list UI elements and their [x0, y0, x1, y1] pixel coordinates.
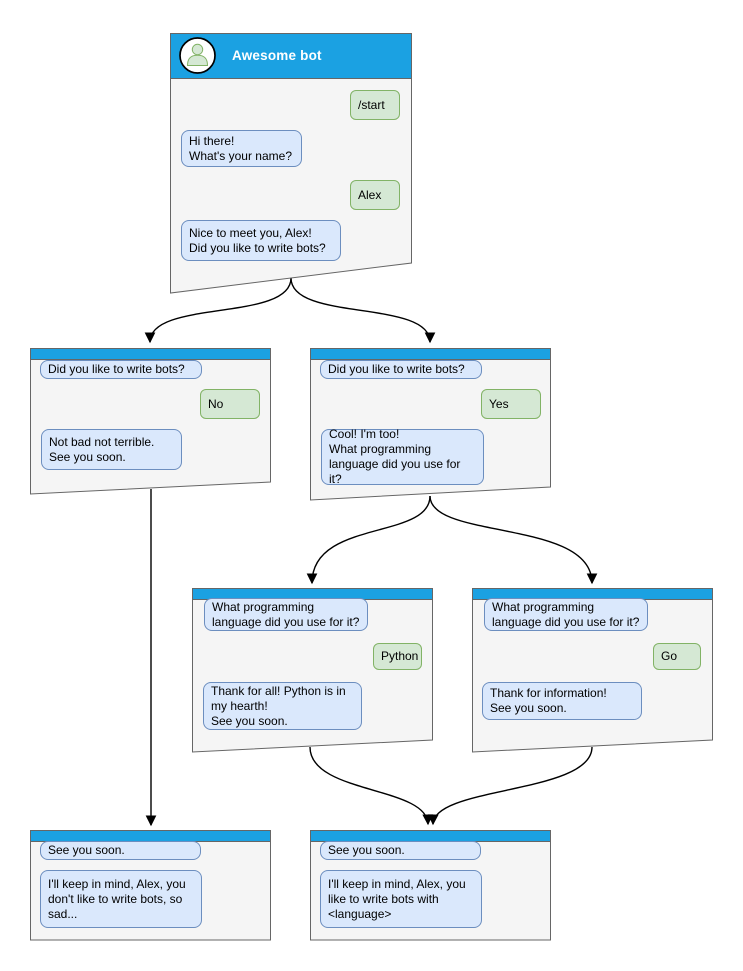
user-message: No [200, 389, 260, 419]
bot-message: Did you like to write bots? [320, 360, 482, 379]
title-bar [310, 830, 551, 842]
window-title: Awesome bot [232, 48, 322, 63]
chat-window-branch-go: What programming language did you use fo… [472, 588, 714, 753]
bot-message: What programming language did you use fo… [204, 598, 368, 631]
bot-message: See you soon. [320, 841, 481, 860]
user-message: Yes [481, 389, 541, 419]
title-bar [30, 348, 271, 360]
bot-message: I'll keep in mind, Alex, you like to wri… [320, 870, 482, 928]
connector-python-to-end [309, 746, 434, 826]
chat-window-branch-python: What programming language did you use fo… [192, 588, 434, 753]
chat-window-main: Awesome bot /start Hi there! What's your… [170, 33, 413, 295]
bot-message: Nice to meet you, Alex! Did you like to … [181, 220, 341, 261]
user-message: Python [373, 643, 422, 670]
connector-yes-to-python [306, 495, 431, 585]
user-message: Alex [350, 180, 400, 210]
bot-message: See you soon. [40, 841, 201, 860]
connector-go-to-end [427, 746, 593, 826]
chat-window-branch-no: Did you like to write bots? No Not bad n… [30, 348, 272, 495]
bot-avatar-icon [179, 37, 216, 74]
bot-message: Not bad not terrible. See you soon. [41, 429, 182, 470]
user-message: /start [350, 90, 400, 120]
title-bar [310, 348, 551, 360]
bot-message: What programming language did you use fo… [484, 598, 648, 631]
bot-message: Did you like to write bots? [40, 360, 202, 379]
title-bar [30, 830, 271, 842]
bot-message: I'll keep in mind, Alex, you don't like … [40, 870, 202, 928]
bot-message: Hi there! What's your name? [181, 130, 302, 167]
bot-message: Thank for all! Python is in my hearth! S… [203, 682, 362, 730]
bot-message: Cool! I'm too! What programming language… [321, 427, 484, 486]
connector-yes-to-go [429, 495, 598, 585]
chat-window-branch-yes: Did you like to write bots? Yes Cool! I'… [310, 348, 552, 501]
chat-window-end-no: See you soon. I'll keep in mind, Alex, y… [30, 830, 272, 941]
bot-message: Thank for information! See you soon. [482, 682, 642, 720]
user-message: Go [653, 643, 701, 670]
chat-window-end-yes: See you soon. I'll keep in mind, Alex, y… [310, 830, 552, 941]
